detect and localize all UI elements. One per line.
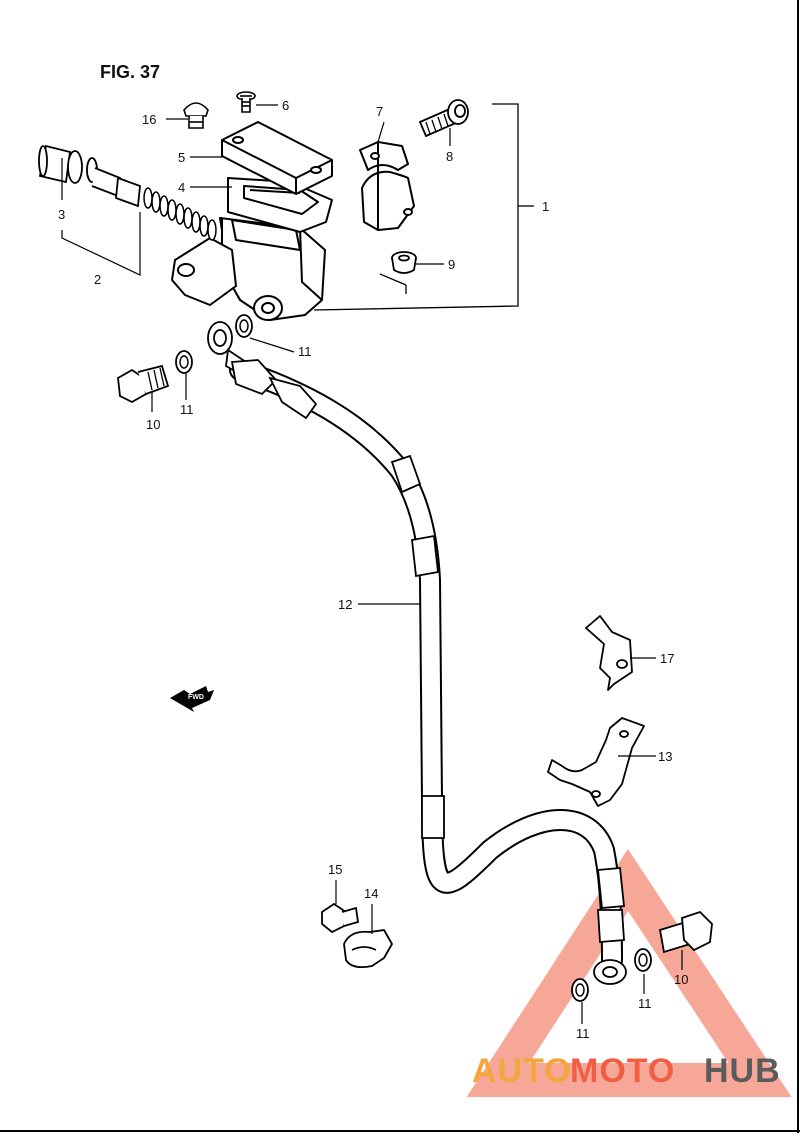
leader-lines — [61, 104, 683, 1024]
master-cylinder-body — [171, 217, 326, 321]
callout-9: 9 — [448, 257, 455, 272]
piston-kit — [38, 144, 217, 241]
watermark-part-2: MOTO — [570, 1052, 675, 1090]
callout-15: 15 — [328, 862, 342, 877]
callout-labels: 1 2 3 4 5 6 7 8 9 10 11 11 12 13 14 15 1… — [58, 98, 688, 1041]
callout-1: 1 — [542, 199, 549, 214]
callout-4: 4 — [178, 180, 185, 195]
callout-11-lower-left: 11 — [576, 1026, 590, 1041]
callout-11-washer-left: 11 — [180, 402, 194, 417]
assembly-bracket — [313, 103, 534, 311]
callout-3: 3 — [58, 207, 65, 222]
callout-14: 14 — [364, 886, 378, 901]
grommet — [391, 251, 417, 274]
callout-11-hose-top: 11 — [298, 344, 312, 359]
callout-13: 13 — [658, 749, 672, 764]
banjo-bolt-lower — [658, 910, 713, 954]
forward-label: FWD — [188, 694, 204, 701]
hose-clamp — [343, 929, 393, 969]
cap-screw — [236, 91, 256, 113]
callout-5: 5 — [178, 150, 185, 165]
figure-title: FIG. 37 — [100, 62, 160, 82]
rubber-boot — [183, 102, 209, 129]
clamp-bolt — [418, 99, 469, 138]
watermark-part-1: AUTO — [472, 1052, 572, 1090]
banjo-bolt-upper — [117, 364, 170, 404]
callout-12: 12 — [338, 597, 352, 612]
callout-17: 17 — [660, 651, 674, 666]
callout-7: 7 — [376, 104, 383, 119]
forward-arrow-icon: FWD — [170, 686, 214, 712]
watermark-text: AUTO MOTO HUB — [472, 1052, 781, 1090]
hose-bracket-large — [547, 717, 645, 807]
callout-10-lower: 10 — [674, 972, 688, 987]
callout-2: 2 — [94, 272, 101, 287]
watermark-logo — [466, 848, 792, 1097]
reservoir-cap — [221, 121, 333, 195]
hose-bracket-small — [585, 615, 633, 691]
callout-11-lower-right: 11 — [638, 996, 652, 1011]
callout-10-upper: 10 — [146, 417, 160, 432]
callout-16: 16 — [142, 112, 156, 127]
handlebar-clamp — [359, 141, 415, 231]
callout-8: 8 — [446, 149, 453, 164]
watermark-part-3: HUB — [704, 1052, 781, 1090]
brake-hose — [229, 359, 623, 971]
clamp-bolt-small — [321, 902, 360, 934]
callout-6: 6 — [282, 98, 289, 113]
hose-fittings — [207, 321, 627, 985]
